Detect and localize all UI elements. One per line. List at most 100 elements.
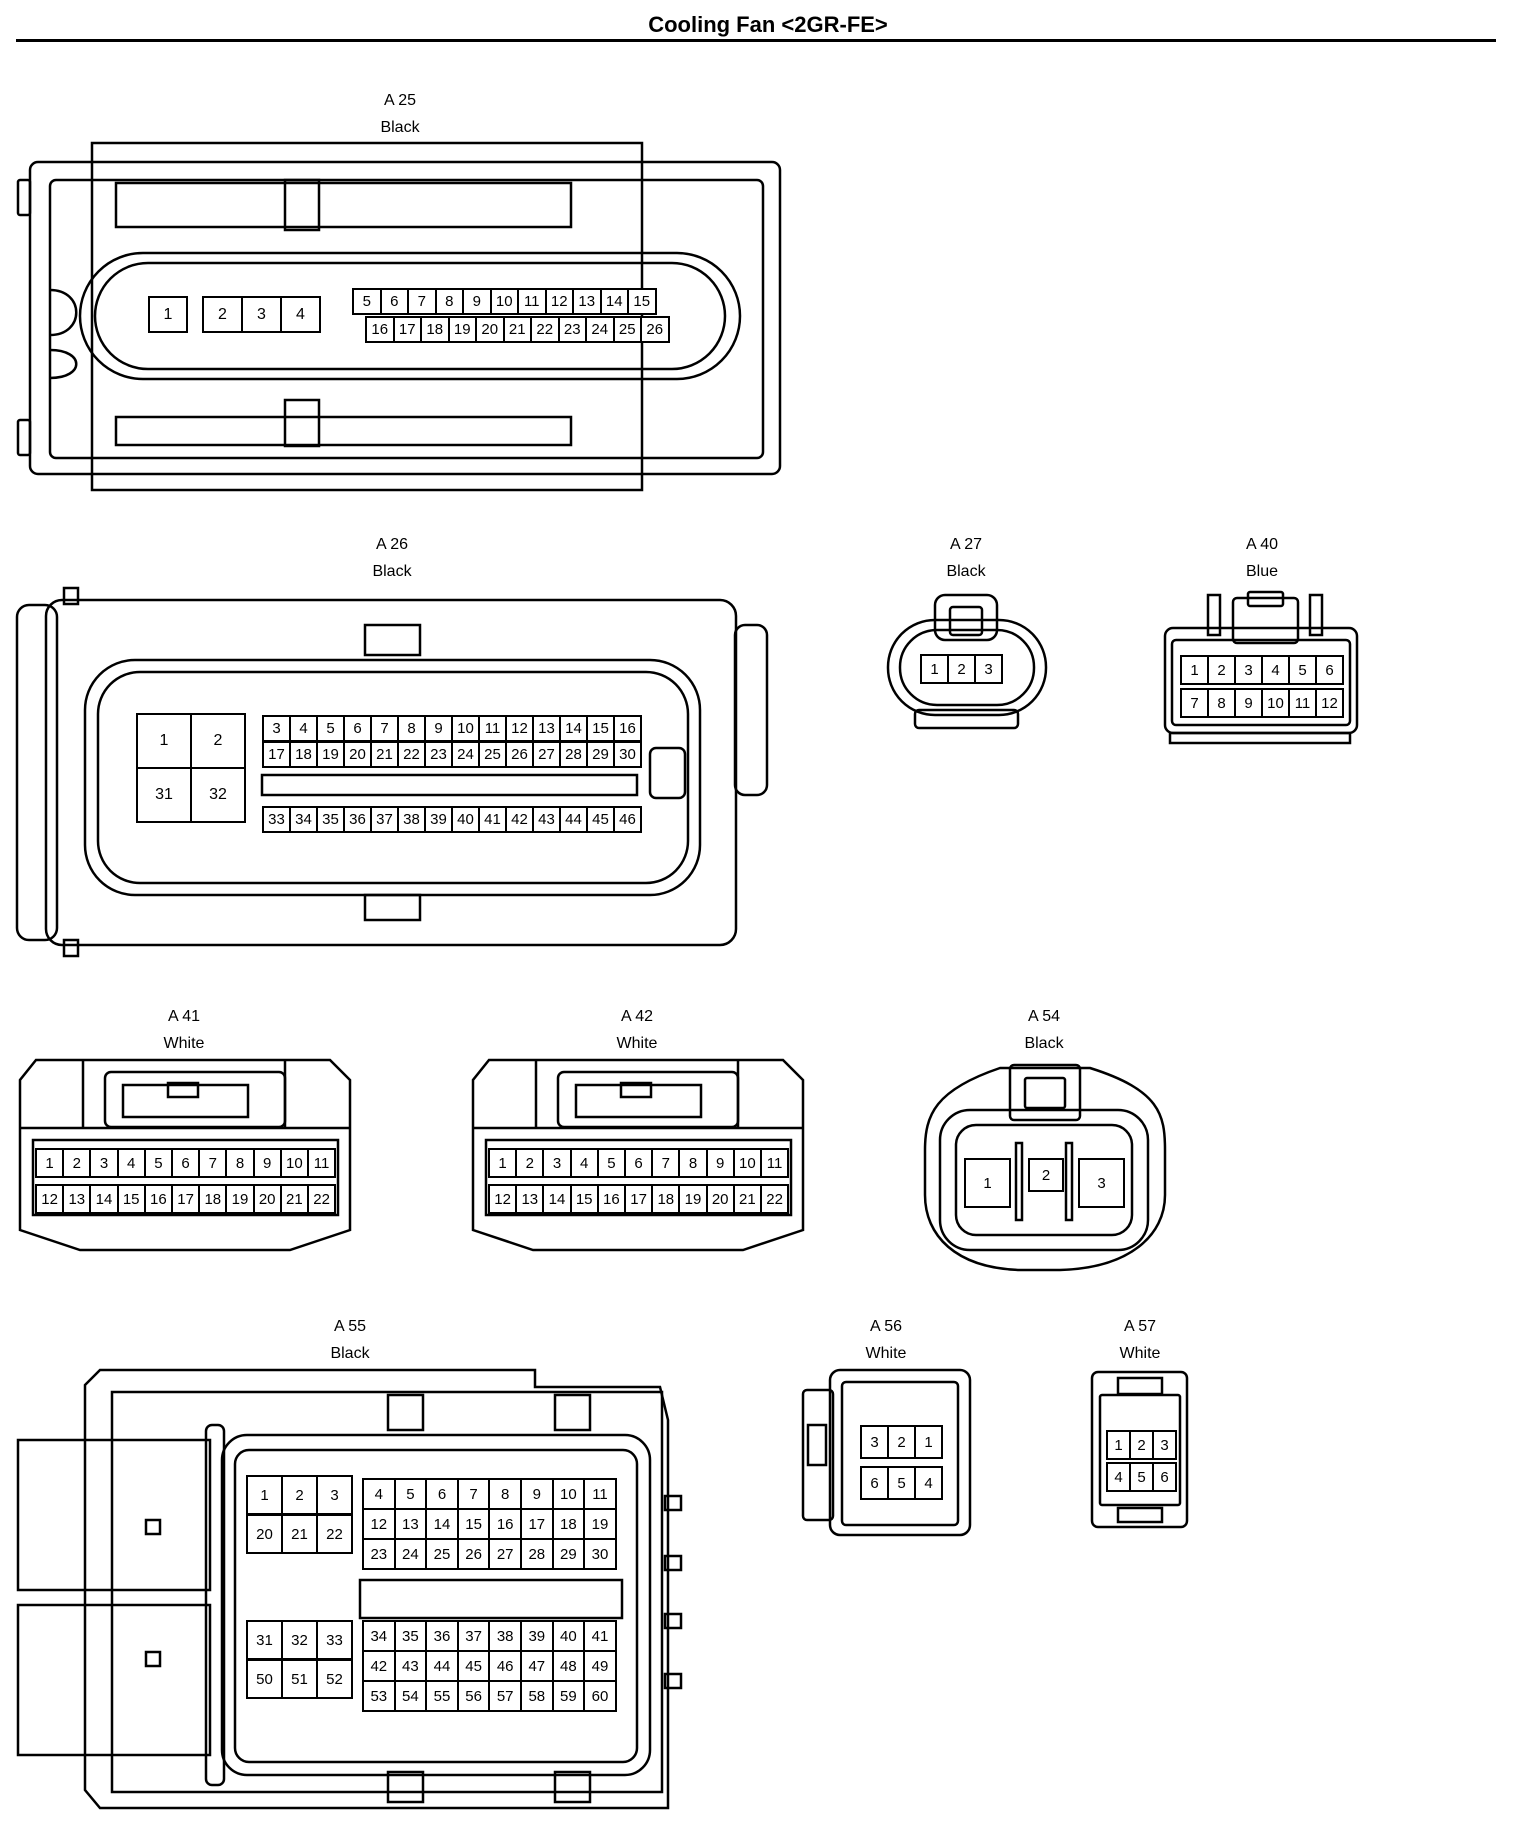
pin-a55-4: 4	[362, 1478, 396, 1510]
pin-a55-7: 7	[456, 1478, 491, 1510]
pin-a56-4: 4	[914, 1466, 943, 1500]
base	[1168, 731, 1352, 745]
pin-a26-32: 32	[190, 767, 246, 823]
pin-a41-12: 12	[35, 1184, 65, 1214]
connector-a56-housing	[801, 1368, 972, 1537]
pin-a55-47: 47	[520, 1650, 554, 1682]
latch	[1023, 1076, 1067, 1110]
pin-a25-13: 13	[572, 288, 602, 315]
pin-a55-26: 26	[456, 1538, 491, 1570]
connector-a27-housing	[886, 593, 1048, 730]
pin-a55-32: 32	[281, 1620, 318, 1660]
latch	[363, 893, 422, 922]
pin-a55-1: 1	[246, 1475, 283, 1515]
pin-a41-5: 5	[143, 1148, 173, 1178]
latch	[1246, 590, 1285, 608]
pin-a55-55: 55	[425, 1680, 459, 1712]
pin-a55-39: 39	[520, 1620, 554, 1652]
connector-a41-housing	[18, 1058, 352, 1252]
pin-a40-12: 12	[1315, 688, 1344, 718]
lock-tab	[144, 1650, 162, 1668]
pin-a55-36: 36	[425, 1620, 459, 1652]
pin-a42-13: 13	[515, 1184, 545, 1214]
connector-a57-housing	[1090, 1370, 1189, 1529]
pin-a55-3: 3	[316, 1475, 353, 1515]
pin-a40-7: 7	[1180, 688, 1209, 718]
pin-a25-8: 8	[434, 288, 464, 315]
pin-a26-3: 3	[262, 715, 291, 742]
side-lug	[801, 1388, 835, 1522]
base	[913, 708, 1020, 730]
connector-color-a25: Black	[380, 119, 420, 136]
pin-a40-5: 5	[1288, 655, 1317, 685]
side-housing	[16, 1438, 212, 1592]
pin-a41-7: 7	[198, 1148, 228, 1178]
latch	[283, 178, 321, 232]
pin-a26-42: 42	[505, 806, 534, 833]
pin-a26-17: 17	[262, 741, 291, 768]
pin-a25-12: 12	[544, 288, 574, 315]
pin-a42-1: 1	[488, 1148, 518, 1178]
page-title: Cooling Fan <2GR-FE>	[648, 12, 888, 37]
pin-a55-14: 14	[425, 1508, 459, 1540]
pin-a57-1: 1	[1106, 1430, 1131, 1460]
divider	[1064, 1141, 1074, 1222]
pin-a55-43: 43	[393, 1650, 428, 1682]
connector-a55-housing	[16, 1368, 683, 1810]
pin-a42-4: 4	[569, 1148, 599, 1178]
pin-a26-38: 38	[397, 806, 426, 833]
pin-a26-20: 20	[343, 741, 372, 768]
pin-a26-2: 2	[190, 713, 246, 769]
pin-a55-18: 18	[551, 1508, 586, 1540]
lock-tab	[1116, 1506, 1164, 1524]
pin-a55-2: 2	[281, 1475, 318, 1515]
pin-a25-25: 25	[612, 316, 642, 343]
pin-a55-56: 56	[456, 1680, 491, 1712]
pin-a42-15: 15	[569, 1184, 599, 1214]
connector-a26-housing	[15, 586, 769, 958]
pin-a26-24: 24	[451, 741, 480, 768]
pin-a55-37: 37	[456, 1620, 491, 1652]
seal-ring	[484, 1138, 793, 1217]
pin-a55-21: 21	[281, 1514, 318, 1554]
pin-a57-4: 4	[1106, 1462, 1131, 1492]
pin-a55-30: 30	[583, 1538, 617, 1570]
pin-a41-8: 8	[225, 1148, 255, 1178]
pin-a55-16: 16	[488, 1508, 522, 1540]
pin-a26-18: 18	[289, 741, 318, 768]
pin-a42-21: 21	[732, 1184, 762, 1214]
connector-color-a41: White	[163, 1035, 205, 1052]
pin-a41-2: 2	[62, 1148, 92, 1178]
pin-a27-1: 1	[920, 654, 949, 684]
connector-id-a42: A 42	[620, 1008, 654, 1025]
pin-a25-7: 7	[407, 288, 437, 315]
connector-color-a26: Black	[372, 563, 412, 580]
pin-a42-6: 6	[624, 1148, 654, 1178]
pin-a26-26: 26	[505, 741, 534, 768]
lock-tab	[16, 178, 32, 217]
lock-tab	[166, 1081, 200, 1099]
pin-a40-6: 6	[1315, 655, 1344, 685]
latch	[1008, 1063, 1082, 1122]
pin-a57-2: 2	[1129, 1430, 1154, 1460]
pin-a25-3: 3	[241, 296, 282, 333]
pin-a55-23: 23	[362, 1538, 396, 1570]
pin-a54-2: 2	[1028, 1158, 1064, 1192]
seal-ring	[233, 1448, 639, 1764]
pin-a26-6: 6	[343, 715, 372, 742]
pin-a26-23: 23	[424, 741, 453, 768]
pin-a55-52: 52	[316, 1659, 353, 1699]
pin-a25-21: 21	[502, 316, 532, 343]
pin-a26-25: 25	[478, 741, 507, 768]
latch	[283, 398, 321, 448]
housing-outline	[886, 618, 1048, 717]
pin-a55-29: 29	[551, 1538, 586, 1570]
pin-a42-11: 11	[760, 1148, 790, 1178]
pin-a55-50: 50	[246, 1659, 283, 1699]
connector-color-a27: Black	[946, 563, 986, 580]
pin-a26-15: 15	[586, 715, 615, 742]
pin-a41-15: 15	[116, 1184, 146, 1214]
pin-a40-3: 3	[1234, 655, 1263, 685]
